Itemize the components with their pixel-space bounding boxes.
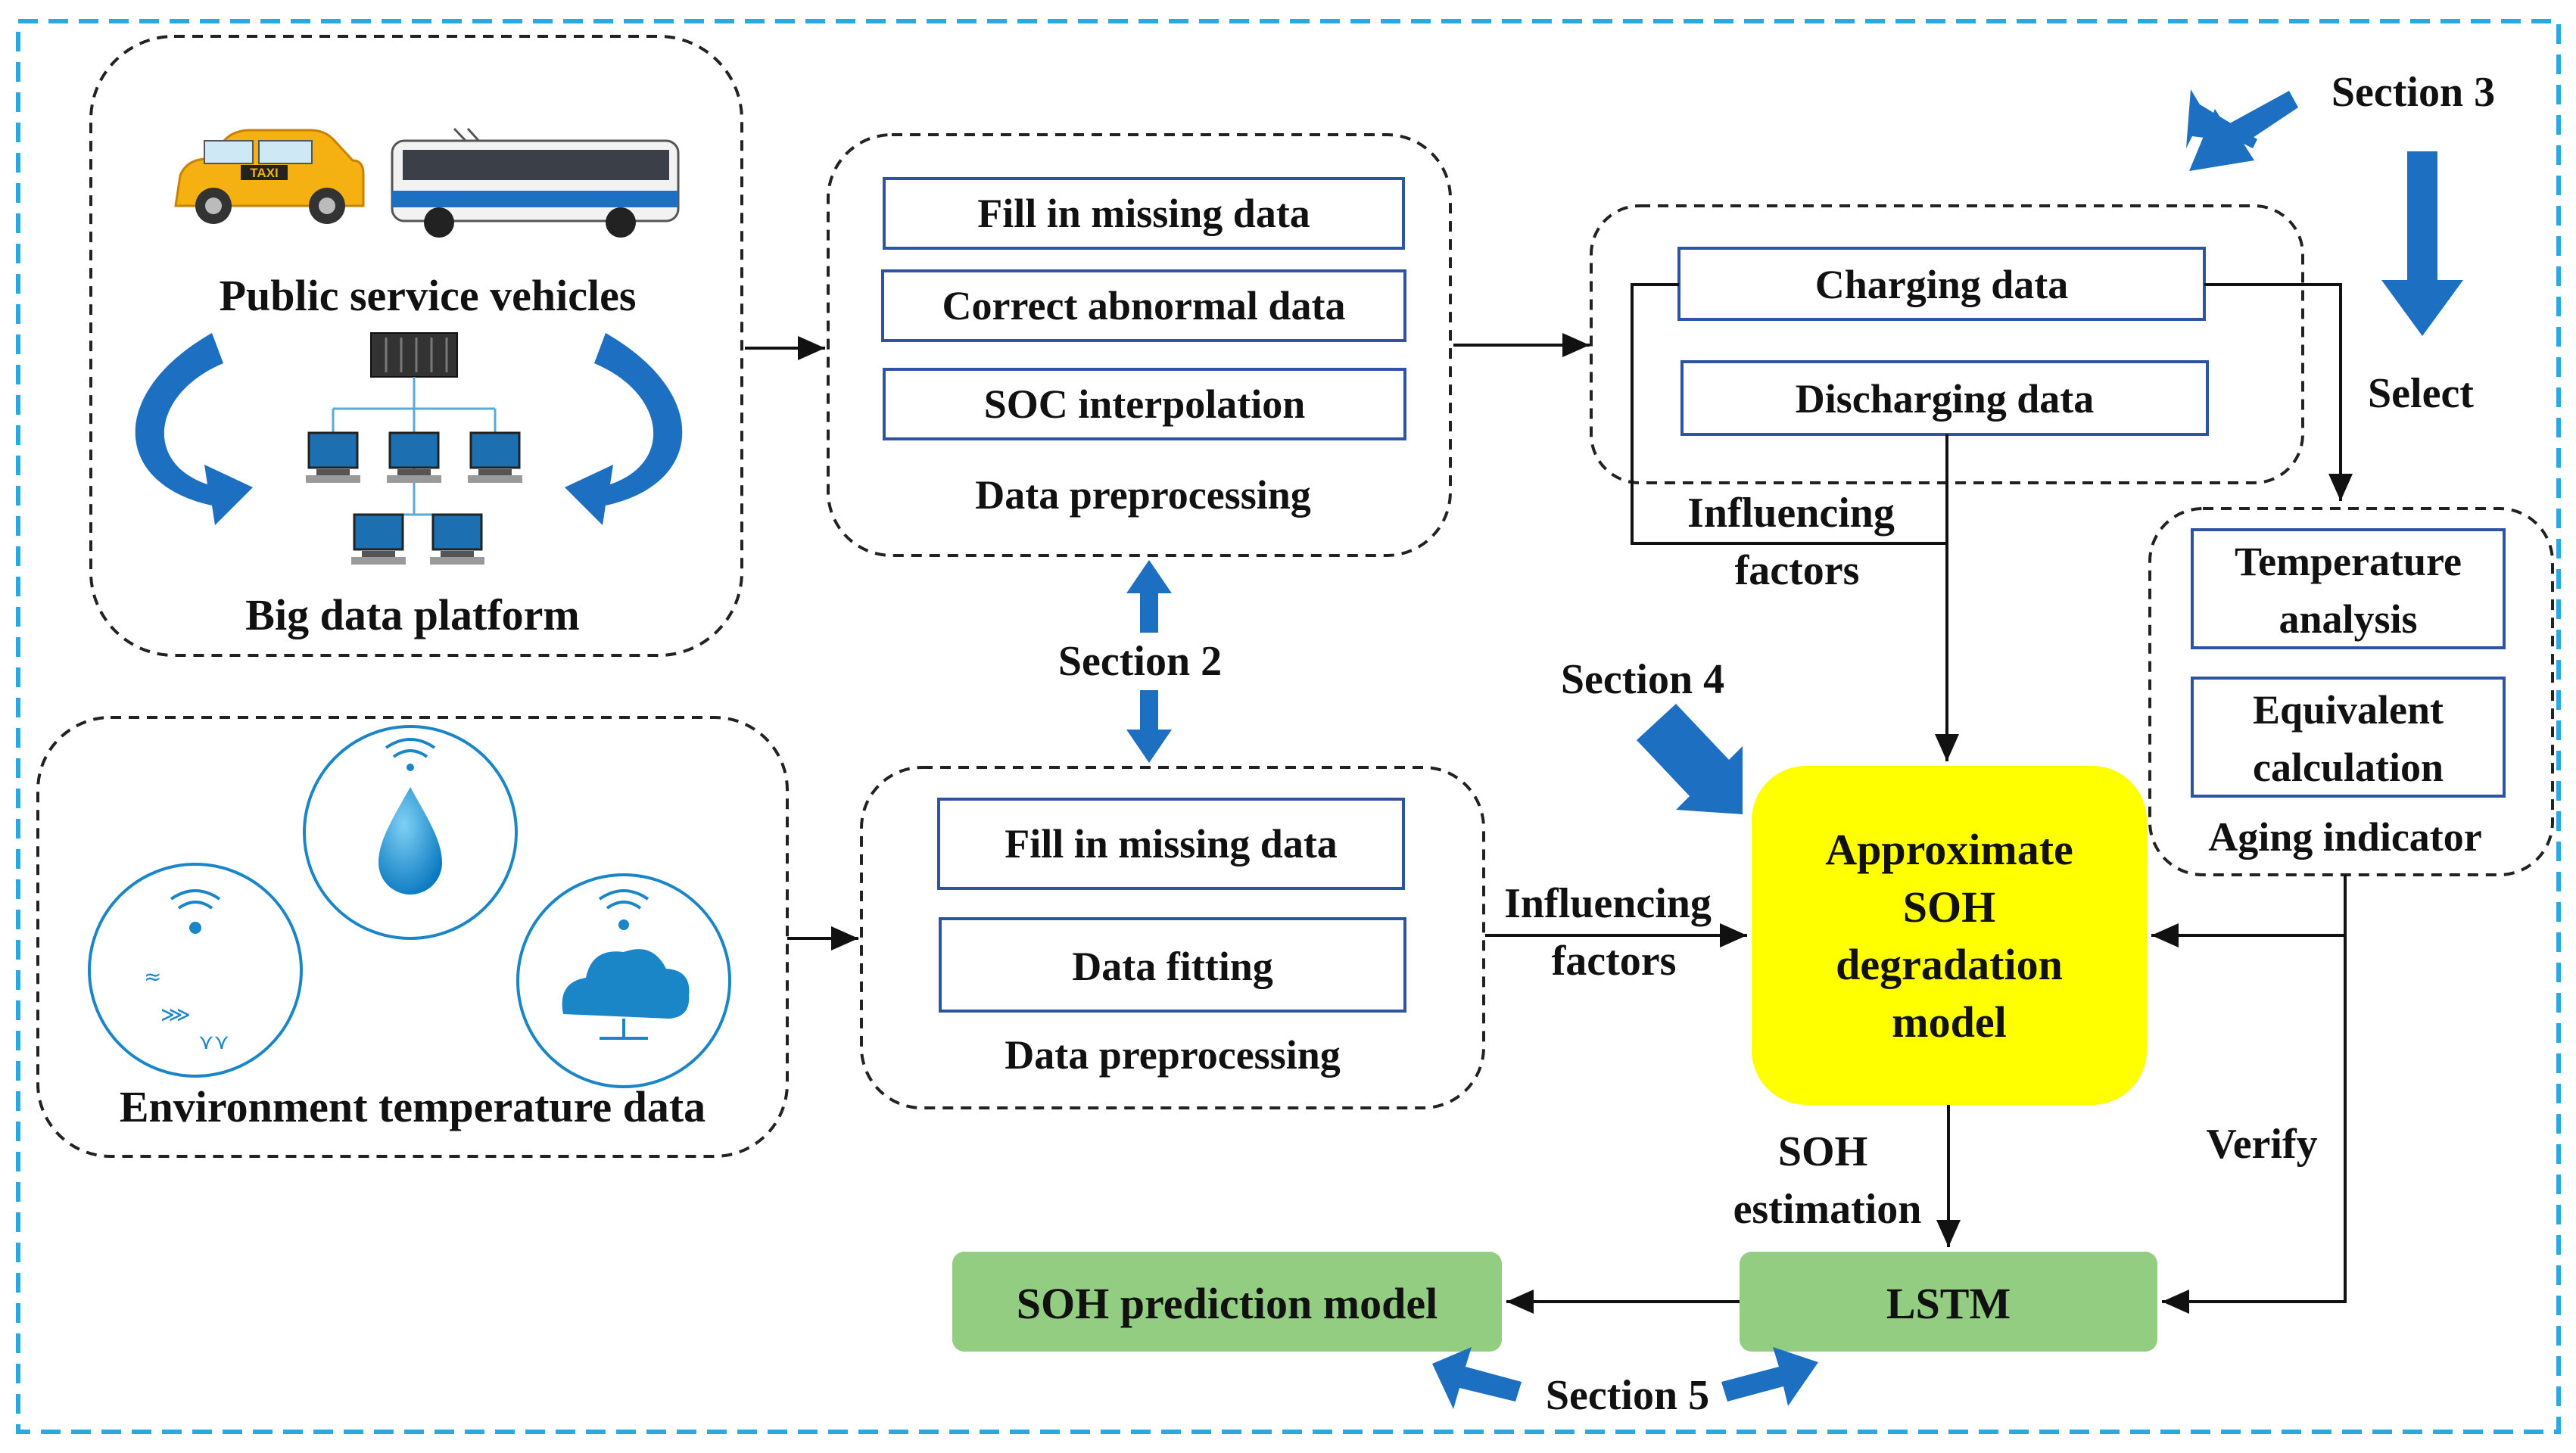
environment-label: Environment temperature data (120, 1082, 706, 1131)
model-label: degradation (1836, 940, 2063, 989)
model-label: SOH (1903, 882, 1996, 932)
correct-abnormal-box (881, 269, 1406, 342)
computer-icon (306, 431, 360, 483)
section2-label: Section 2 (1058, 638, 1222, 685)
equivalent-calculation-label: Equivalent (2253, 687, 2444, 733)
select-label: Select (2368, 370, 2474, 417)
computer-icon (387, 431, 441, 483)
network-icon (332, 332, 497, 516)
soh-prediction-label: SOH prediction model (1017, 1279, 1438, 1328)
computer-icon (468, 431, 522, 483)
vehicles-label: Public service vehicles (220, 271, 637, 320)
select-down-arrow (2381, 151, 2463, 336)
outer-frame (16, 19, 2561, 1434)
svg-text:⋎⋎: ⋎⋎ (198, 1029, 229, 1054)
fill-missing-label: Fill in missing data (977, 191, 1310, 236)
model-label: Approximate (1825, 825, 2073, 874)
influencing-factors-label: Influencing (1504, 880, 1712, 927)
data-fitting-box (939, 917, 1406, 1013)
computer-icon (430, 513, 484, 565)
influencing-factors-label: factors (1552, 938, 1677, 985)
section5-arrow (1432, 1347, 1522, 1409)
lstm-label: LSTM (1886, 1279, 2011, 1328)
influencing-factors-label: Influencing (1687, 490, 1895, 537)
cloud-icon (516, 873, 731, 1088)
cycle-arrow-left (135, 333, 253, 525)
temperature-analysis-label: analysis (2279, 596, 2417, 642)
preprocess-bottom-title: Data preprocessing (1005, 1032, 1341, 1078)
preprocess-top-title: Data preprocessing (975, 472, 1311, 518)
soh-estimation-label: estimation (1733, 1186, 1922, 1233)
aging-group (2148, 507, 2554, 876)
svg-text:TAXI: TAXI (250, 166, 278, 180)
temperature-analysis-label: Temperature (2235, 539, 2462, 584)
equivalent-calculation-box (2191, 677, 2506, 798)
cycle-arrow-right (565, 333, 683, 525)
section4-label: Section 4 (1561, 656, 1724, 703)
fill-missing-box (937, 798, 1405, 890)
taxi-icon: TAXI (174, 129, 365, 224)
model-label: model (1892, 997, 2006, 1047)
discharging-data-box (1680, 360, 2209, 436)
connector-line (2151, 875, 2347, 947)
humidity-icon (303, 725, 518, 940)
charging-data-label: Charging data (1815, 262, 2069, 307)
approximate-soh-model (1752, 766, 2147, 1105)
connector-line (2162, 935, 2347, 1314)
computer-icon (351, 513, 406, 565)
data-fitting-label: Data fitting (1072, 944, 1272, 989)
soc-interpolation-label: SOC interpolation (984, 381, 1306, 427)
svg-text:≈: ≈ (144, 964, 161, 989)
bus-icon (391, 127, 680, 238)
soh-prediction-box (952, 1252, 1502, 1352)
temperature-analysis-box (2191, 528, 2506, 649)
aging-indicator-title: Aging indicator (2208, 814, 2482, 860)
wind-icon: ≈ ⋙ ⋎⋎ (88, 863, 303, 1078)
connector-line (2204, 283, 2353, 501)
section3-label: Section 3 (2331, 69, 2495, 116)
section5-arrow (1721, 1347, 1818, 1406)
environment-group (36, 716, 789, 1158)
discharging-data-label: Discharging data (1796, 376, 2095, 422)
lstm-box (1740, 1252, 2157, 1352)
section3-arrow (2189, 91, 2298, 171)
influencing-factors-label: factors (1735, 547, 1860, 594)
sources-group (89, 35, 743, 657)
section4-arrow (1637, 704, 1743, 814)
fill-missing-label: Fill in missing data (1005, 821, 1338, 867)
soh-estimation-label: SOH (1778, 1128, 1867, 1175)
soc-interpolation-box (883, 368, 1406, 440)
section5-label: Section 5 (1546, 1372, 1709, 1419)
svg-text:⋙: ⋙ (160, 1002, 191, 1027)
fill-missing-box (883, 177, 1405, 250)
section2-double-arrow (1126, 560, 1172, 763)
correct-abnormal-label: Correct abnormal data (942, 283, 1346, 328)
platform-label: Big data platform (245, 590, 579, 639)
verify-label: Verify (2206, 1121, 2317, 1168)
preprocess-top-group (827, 133, 1452, 557)
equivalent-calculation-label: calculation (2253, 745, 2444, 790)
connector-line (1631, 283, 1948, 545)
